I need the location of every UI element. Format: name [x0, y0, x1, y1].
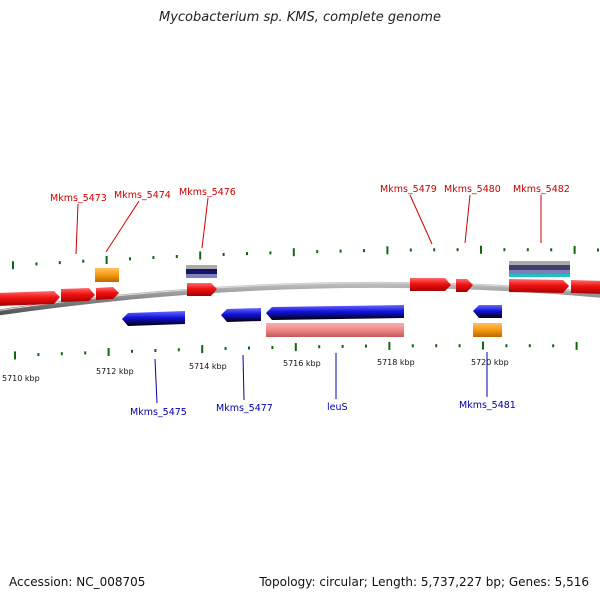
- minor-tick: [224, 347, 227, 350]
- gene-arrow-forward[interactable]: [96, 287, 119, 300]
- minor-tick: [246, 252, 248, 256]
- minor-tick: [316, 250, 319, 254]
- minor-tick: [222, 253, 225, 256]
- gene-arrow-forward[interactable]: [0, 291, 60, 306]
- minor-tick: [131, 349, 133, 353]
- gene-arrow-reverse[interactable]: [221, 308, 261, 322]
- minor-tick: [154, 349, 157, 352]
- minor-tick: [339, 249, 342, 253]
- reverse-strand-ticks: [14, 341, 578, 360]
- gene-label-forward[interactable]: Mkms_5476: [179, 187, 236, 198]
- minor-tick: [35, 262, 38, 266]
- gene-arrow-forward[interactable]: [571, 280, 600, 294]
- gene-arrow-reverse[interactable]: [266, 305, 404, 320]
- major-tick: [294, 343, 297, 352]
- major-tick: [12, 261, 14, 270]
- minor-tick: [365, 344, 367, 348]
- minor-tick: [82, 259, 85, 263]
- forward-gene-labels: Mkms_5473 Mkms_5474 Mkms_5476 Mkms_5479 …: [50, 184, 570, 255]
- pseudo-feature-stack[interactable]: [186, 265, 217, 278]
- minor-tick: [37, 353, 40, 357]
- major-tick: [573, 245, 576, 254]
- minor-tick: [269, 251, 272, 255]
- minor-tick: [58, 261, 61, 265]
- rna-feature[interactable]: [473, 323, 502, 337]
- scale-label: 5714 kbp: [189, 362, 227, 371]
- minor-tick: [505, 344, 508, 348]
- minor-tick: [318, 345, 321, 349]
- forward-genes: [0, 278, 600, 306]
- minor-tick: [84, 351, 87, 355]
- minor-tick: [433, 248, 436, 252]
- major-tick: [292, 248, 295, 257]
- minor-tick: [409, 248, 412, 252]
- reverse-gene-labels: Mkms_5475 Mkms_5477 leuS Mkms_5481: [130, 352, 516, 418]
- major-tick: [107, 348, 110, 356]
- gene-arrow-forward[interactable]: [187, 283, 217, 296]
- major-tick: [199, 251, 202, 260]
- minor-tick: [456, 248, 459, 252]
- major-tick: [482, 341, 484, 350]
- minor-tick: [175, 255, 178, 258]
- gene-arrow-forward[interactable]: [61, 288, 95, 302]
- gene-label-reverse[interactable]: Mkms_5481: [459, 400, 516, 411]
- minor-tick: [60, 352, 63, 356]
- pseudo-feature-stack[interactable]: [509, 261, 570, 277]
- gene-label-forward[interactable]: Mkms_5479: [380, 184, 437, 195]
- map-title: Mycobacterium sp. KMS, complete genome: [159, 10, 441, 25]
- major-tick: [105, 256, 108, 264]
- scale-label: 5718 kbp: [377, 358, 415, 367]
- minor-tick: [458, 344, 461, 348]
- gene-label-reverse[interactable]: Mkms_5477: [216, 403, 273, 414]
- minor-tick: [177, 348, 180, 352]
- forward-strand-ticks: [12, 245, 599, 270]
- gene-label-forward[interactable]: Mkms_5482: [513, 184, 570, 195]
- minor-tick: [248, 346, 250, 350]
- major-tick: [386, 246, 389, 255]
- genome-summary-text: Topology: circular; Length: 5,737,227 bp…: [259, 575, 589, 589]
- minor-tick: [526, 248, 529, 252]
- minor-tick: [152, 256, 155, 260]
- gene-label-reverse[interactable]: leuS: [327, 402, 348, 413]
- major-tick: [14, 351, 16, 360]
- minor-tick: [363, 249, 365, 253]
- minor-tick: [550, 248, 553, 252]
- gene-arrow-forward[interactable]: [509, 279, 569, 293]
- gene-arrow-forward[interactable]: [410, 278, 451, 291]
- minor-tick: [341, 344, 344, 348]
- scale-label: 5712 kbp: [96, 367, 134, 376]
- minor-tick: [503, 248, 506, 252]
- gene-arrow-forward[interactable]: [456, 279, 473, 292]
- minor-tick: [597, 248, 599, 252]
- major-tick: [575, 341, 578, 350]
- scale-labels: 5710 kbp 5712 kbp 5714 kbp 5716 kbp 5718…: [2, 358, 509, 383]
- pseudo-gene-bar[interactable]: [266, 323, 404, 337]
- major-tick: [201, 345, 204, 354]
- gene-arrow-reverse[interactable]: [122, 311, 185, 326]
- accession-text: Accession: NC_008705: [9, 575, 146, 589]
- gene-label-forward[interactable]: Mkms_5480: [444, 184, 501, 195]
- reverse-genes: [122, 305, 502, 326]
- gene-label-forward[interactable]: Mkms_5473: [50, 193, 107, 204]
- rna-feature[interactable]: [95, 268, 119, 282]
- gene-arrow-reverse[interactable]: [473, 305, 502, 318]
- minor-tick: [411, 344, 414, 348]
- scale-label: 5720 kbp: [471, 358, 509, 367]
- minor-tick: [528, 344, 531, 348]
- minor-tick: [552, 344, 555, 348]
- gene-label-forward[interactable]: Mkms_5474: [114, 190, 171, 201]
- minor-tick: [129, 257, 131, 261]
- minor-tick: [435, 344, 438, 348]
- minor-tick: [271, 346, 274, 349]
- major-tick: [388, 341, 391, 350]
- scale-label: 5716 kbp: [283, 359, 321, 368]
- major-tick: [480, 245, 482, 254]
- scale-label: 5710 kbp: [2, 374, 40, 383]
- gene-label-reverse[interactable]: Mkms_5475: [130, 407, 187, 418]
